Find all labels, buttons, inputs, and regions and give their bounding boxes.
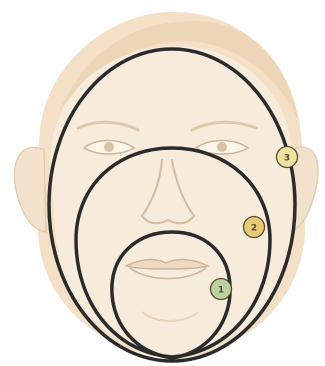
- left-ear: [14, 147, 46, 232]
- zone-marker-2-label: 2: [251, 224, 257, 234]
- zone-marker-1: 1: [211, 279, 232, 300]
- zone-marker-3-label: 3: [284, 154, 290, 164]
- left-iris: [104, 142, 114, 152]
- zone-marker-1-label: 1: [218, 286, 224, 296]
- zone-marker-3: 3: [277, 147, 298, 168]
- zone-marker-2: 2: [244, 217, 265, 238]
- right-iris: [217, 142, 227, 152]
